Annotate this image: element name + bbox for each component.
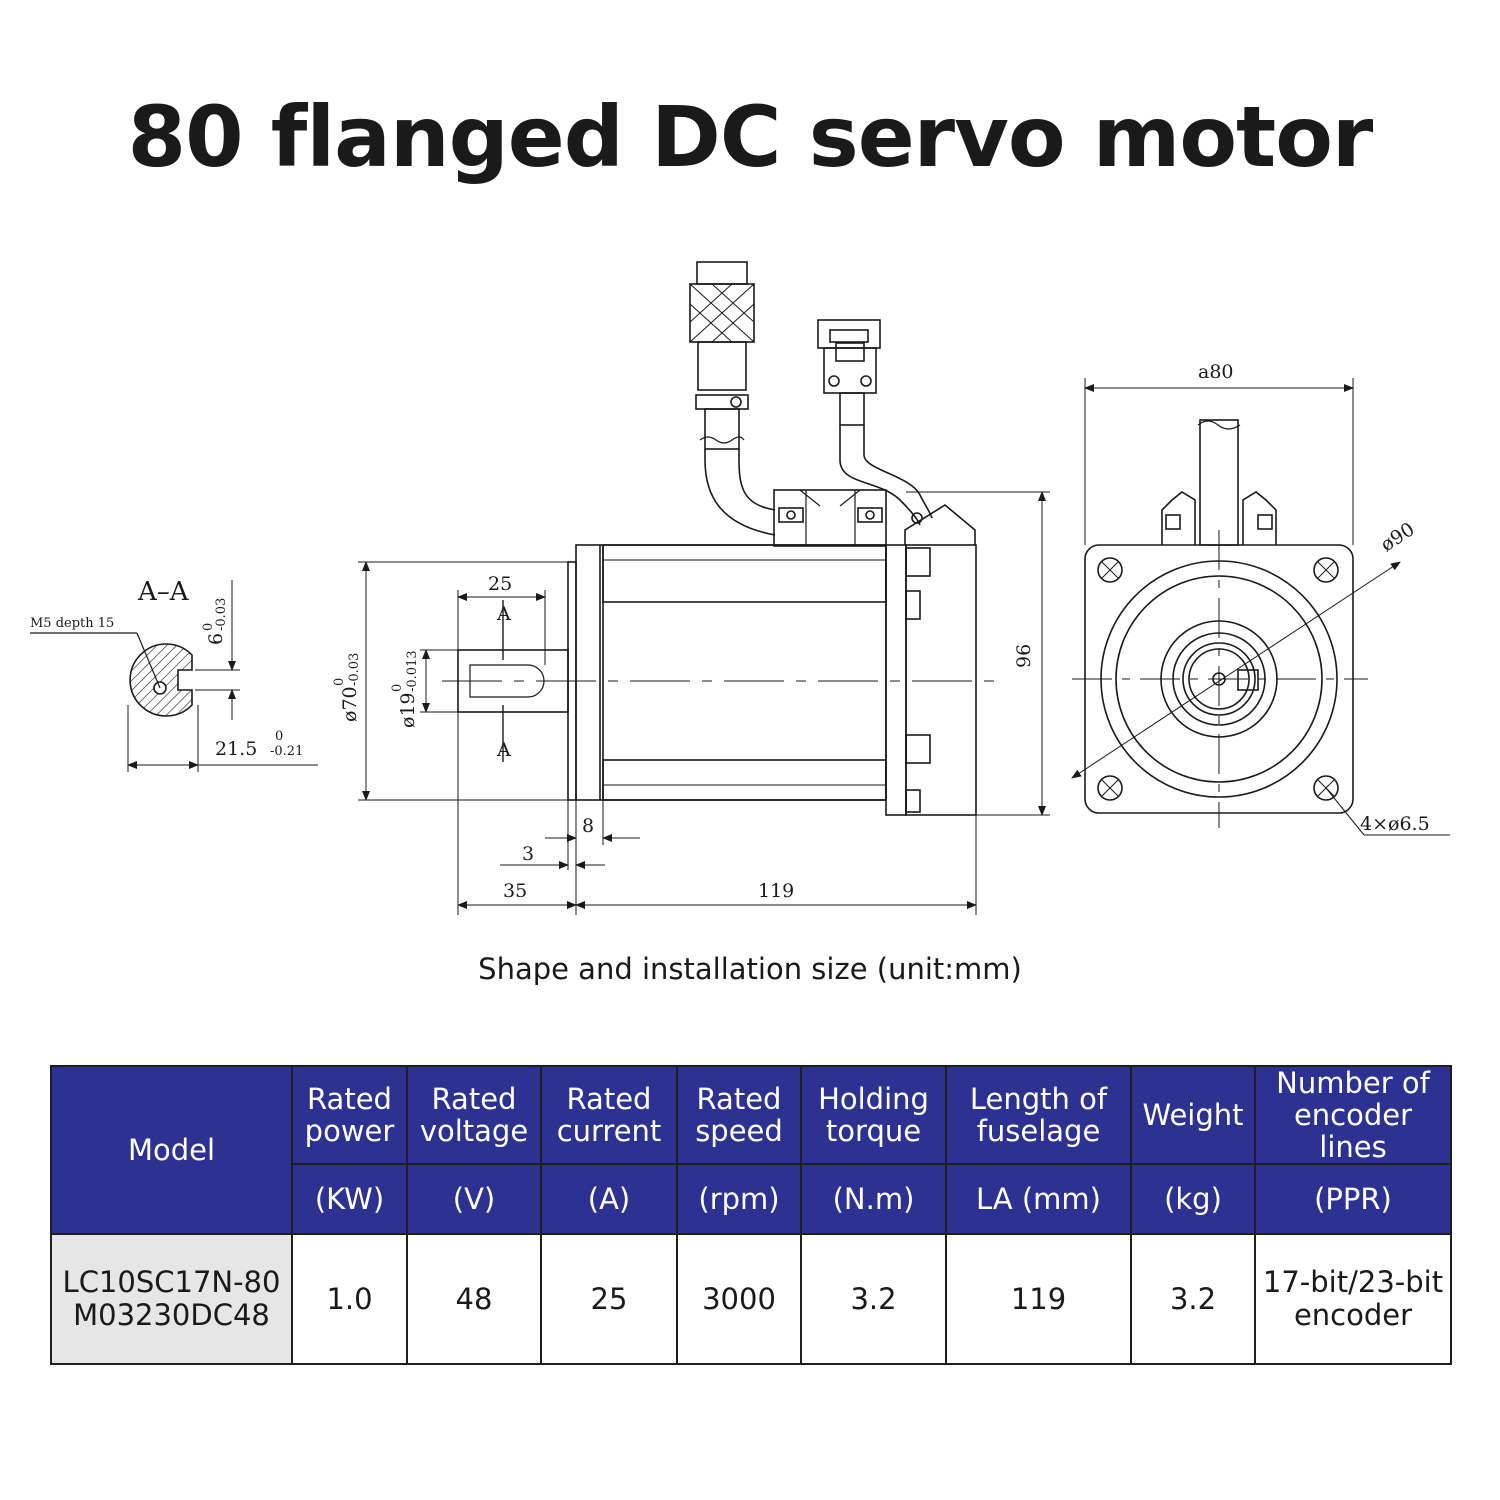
svg-text:-0.013: -0.013	[405, 650, 420, 692]
table-unit-row: (KW) (V) (A) (rpm) (N.m) LA (mm) (kg) (P…	[51, 1163, 1452, 1235]
header-torque: Holding torque	[800, 1065, 947, 1165]
svg-text:0: 0	[201, 623, 216, 631]
svg-text:0: 0	[390, 684, 405, 692]
header-power: Rated power	[291, 1065, 408, 1165]
unit-speed: (rpm)	[676, 1163, 802, 1235]
holes-label: 4×ø6.5	[1360, 813, 1430, 835]
flange-thickness-label: 8	[582, 815, 594, 837]
svg-text:-0.03: -0.03	[214, 598, 229, 631]
spigot-depth-label: 3	[522, 843, 534, 865]
cell-power: 1.0	[291, 1233, 408, 1365]
cell-length: 119	[945, 1233, 1132, 1365]
spec-table: Model Rated power Rated voltage Rated cu…	[50, 1065, 1452, 1365]
page-title: 80 flanged DC servo motor	[127, 88, 1374, 186]
header-weight: Weight	[1130, 1065, 1256, 1165]
key-height-label: 21.5 0 -0.21	[215, 729, 303, 760]
cell-weight: 3.2	[1130, 1233, 1256, 1365]
drawing-caption: Shape and installation size (unit:mm)	[478, 952, 1022, 986]
tap-note: M5 depth 15	[30, 616, 114, 631]
svg-text:ø19: ø19	[397, 692, 419, 728]
table-row: LC10SC17N-80M03230DC48 1.0 48 25 3000 3.…	[50, 1233, 1452, 1365]
unit-encoder: (PPR)	[1254, 1163, 1452, 1235]
body-length-label: 119	[758, 880, 794, 902]
svg-text:21.5: 21.5	[215, 738, 257, 760]
front-view	[1072, 419, 1368, 828]
header-encoder: Number of encoder lines	[1254, 1065, 1452, 1165]
side-view-dimensions	[358, 491, 1050, 915]
shaft-extension-label: 35	[503, 880, 527, 902]
svg-text:0: 0	[275, 729, 283, 744]
cell-encoder: 17-bit/23-bit encoder	[1254, 1233, 1452, 1365]
cell-model: LC10SC17N-80M03230DC48	[50, 1233, 293, 1365]
section-mark-bottom: A	[496, 739, 511, 761]
section-view: A–A M5 depth 15	[30, 577, 318, 772]
height-label: 96	[1013, 644, 1035, 668]
flange-square-label: a80	[1198, 361, 1234, 383]
unit-torque: (N.m)	[800, 1163, 947, 1235]
unit-voltage: (V)	[406, 1163, 542, 1235]
table-header-row: Model Rated power Rated voltage Rated cu…	[50, 1065, 1452, 1235]
dimension-drawing: A–A M5 depth 15 6 0 -0.03 21.5 0 -0.21	[30, 261, 1450, 915]
section-label: A–A	[137, 577, 190, 607]
svg-text:6: 6	[205, 633, 227, 645]
front-view-dimensions	[1071, 378, 1450, 836]
svg-text:-0.03: -0.03	[347, 653, 362, 686]
header-voltage: Rated voltage	[406, 1065, 542, 1165]
svg-text:0: 0	[332, 678, 347, 686]
bolt-circle-label: ø90	[1377, 518, 1419, 556]
cell-torque: 3.2	[800, 1233, 947, 1365]
header-current: Rated current	[540, 1065, 678, 1165]
svg-text:-0.21: -0.21	[270, 744, 303, 759]
unit-current: (A)	[540, 1163, 678, 1235]
cell-speed: 3000	[676, 1233, 802, 1365]
unit-power: (KW)	[291, 1163, 408, 1235]
key-width-label: 6 0 -0.03	[201, 598, 229, 645]
cell-voltage: 48	[406, 1233, 542, 1365]
spigot-dia-label: ø70 0 -0.03	[332, 653, 362, 722]
shaft-length-label: 25	[488, 573, 512, 595]
cell-current: 25	[540, 1233, 678, 1365]
header-length: Length of fuselage	[945, 1065, 1132, 1165]
shaft-dia-label: ø19 0 -0.013	[390, 650, 420, 728]
header-model: Model	[50, 1065, 293, 1235]
section-mark-top: A	[496, 603, 511, 625]
svg-text:ø70: ø70	[339, 686, 361, 722]
unit-weight: (kg)	[1130, 1163, 1256, 1235]
header-speed: Rated speed	[676, 1065, 802, 1165]
side-view	[442, 261, 1000, 816]
unit-length: LA (mm)	[945, 1163, 1132, 1235]
